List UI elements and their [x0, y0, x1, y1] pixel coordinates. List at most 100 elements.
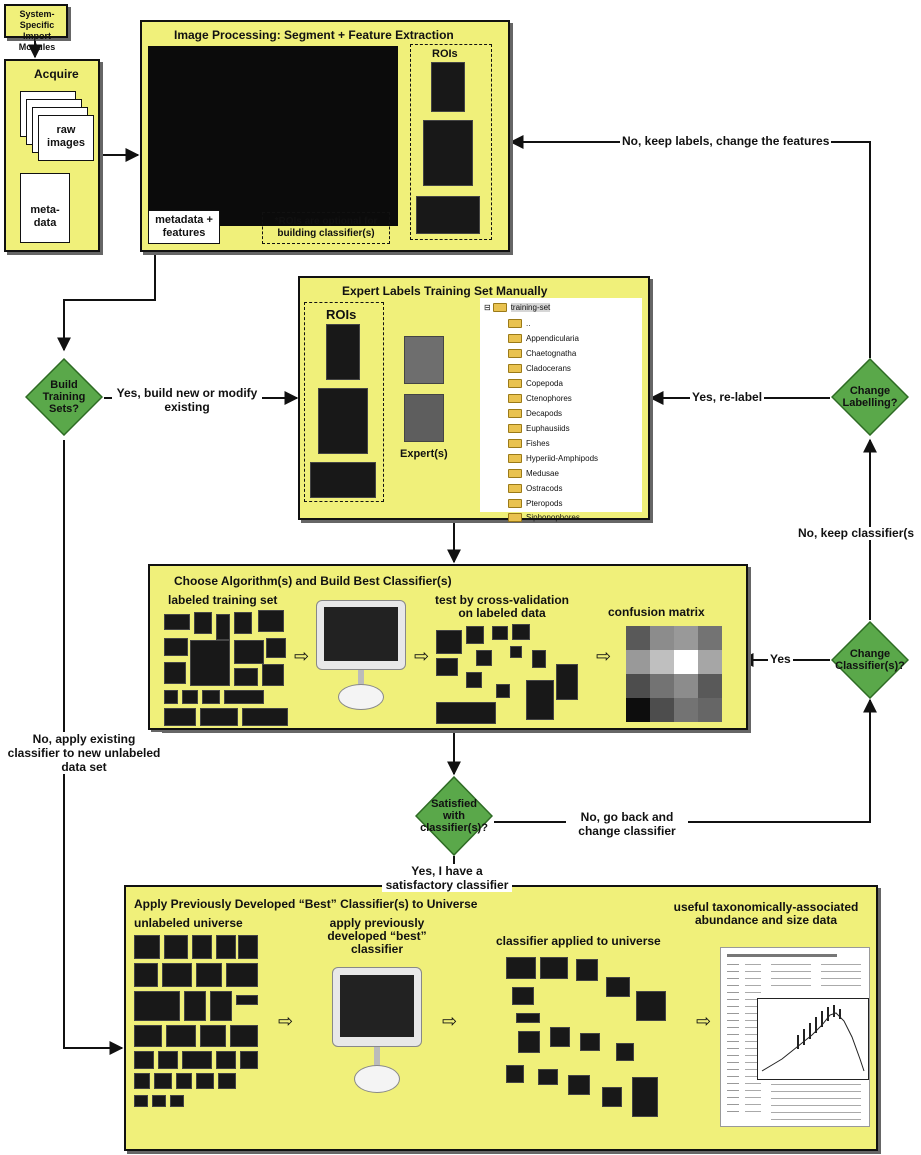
- edge-yes: Yes: [768, 652, 793, 666]
- right-arrow-icon: ⇨: [414, 646, 430, 666]
- thumb: [466, 672, 482, 688]
- build-training-label: Build Training Sets?: [42, 379, 86, 415]
- thumb: [492, 626, 508, 640]
- change-classifier-decision[interactable]: Change Classifier(s)?: [831, 621, 909, 699]
- thumb: [164, 708, 196, 726]
- thumb: [234, 668, 258, 686]
- import-modules-label: System-Specific Import Modules: [18, 9, 56, 52]
- folder-icon: [508, 333, 522, 343]
- folder-icon: [508, 408, 522, 418]
- confusion-matrix-cell: [698, 650, 722, 674]
- folder-icon: [508, 483, 522, 493]
- edge-yes-satisfactory: Yes, I have a satisfactory classifier: [382, 864, 512, 892]
- tree-item[interactable]: Fishes: [508, 436, 550, 450]
- folder-icon: [508, 348, 522, 358]
- rois-note-box: [262, 212, 390, 244]
- raw-images-label: raw images: [47, 124, 85, 149]
- thumb: [190, 640, 230, 686]
- thumb: [164, 690, 178, 704]
- confusion-matrix-cell: [698, 698, 722, 722]
- acquire-box: Acquire raw images meta- data: [4, 59, 100, 252]
- edge-yes-build: Yes, build new or modify existing: [112, 386, 262, 414]
- tree-item[interactable]: Pteropods: [508, 496, 562, 510]
- confusion-matrix-label: confusion matrix: [608, 605, 705, 619]
- thumb: [518, 1031, 540, 1053]
- cross-validation-label: test by cross-validation on labeled data: [434, 593, 570, 620]
- tree-item[interactable]: Chaetognatha: [508, 346, 576, 360]
- diamond-shape: [831, 358, 909, 436]
- cross-validation-thumbnails: [436, 624, 586, 728]
- thumb: [134, 1051, 154, 1069]
- computer-icon: [332, 967, 422, 1097]
- confusion-matrix-cell: [650, 674, 674, 698]
- thumb: [196, 963, 222, 987]
- tree-item[interactable]: Decapods: [508, 406, 562, 420]
- thumb: [162, 963, 192, 987]
- thumb: [510, 646, 522, 658]
- tree-item[interactable]: ..: [508, 316, 530, 330]
- thumb: [134, 1095, 148, 1107]
- change-labelling-decision[interactable]: Change Labelling?: [831, 358, 909, 436]
- thumb: [200, 1025, 226, 1047]
- thumb: [158, 1051, 178, 1069]
- tree-item[interactable]: Ostracods: [508, 481, 562, 495]
- confusion-matrix-cell: [626, 626, 650, 650]
- tree-item[interactable]: Ctenophores: [508, 391, 572, 405]
- tree-item[interactable]: Hyperiid-Amphipods: [508, 451, 598, 465]
- right-arrow-icon: ⇨: [278, 1011, 294, 1031]
- rois-note: *ROIs are optional for building classifi…: [274, 216, 378, 239]
- thumb: [166, 1025, 196, 1047]
- raw-plankton-image: [148, 46, 398, 226]
- folder-icon: [508, 498, 522, 508]
- thumb: [512, 624, 530, 640]
- thumb: [506, 1065, 524, 1083]
- satisfied-decision[interactable]: Satisfied with classifier(s)?: [415, 776, 493, 856]
- raw-image-stack-0: raw images: [38, 115, 94, 161]
- thumb: [436, 702, 496, 724]
- edge-yes-relabel: Yes, re-label: [690, 390, 765, 404]
- folder-icon: [508, 363, 522, 373]
- expert-labels-title: Expert Labels Training Set Manually: [342, 284, 548, 298]
- thumb: [224, 690, 264, 704]
- thumb: [506, 957, 536, 979]
- tree-item[interactable]: Cladocerans: [508, 361, 571, 375]
- thumb: [616, 1043, 634, 1061]
- classifier-applied-label: classifier applied to universe: [496, 934, 661, 948]
- thumb: [540, 957, 568, 979]
- expert-portrait-2: [404, 394, 444, 442]
- folder-icon: [508, 453, 522, 463]
- training-set-tree: ⊟ training-set .. Appendicularia Chaetog…: [480, 298, 642, 522]
- import-modules-box: System-Specific Import Modules: [4, 4, 68, 52]
- choose-algorithm-box: Choose Algorithm(s) and Build Best Class…: [148, 564, 748, 730]
- thumb: [580, 1033, 600, 1051]
- thumb: [476, 650, 492, 666]
- thumb: [576, 959, 598, 981]
- diamond-shape: [25, 358, 103, 436]
- tree-item[interactable]: Appendicularia: [508, 331, 579, 345]
- roi-thumb-3: [416, 196, 480, 234]
- thumb: [192, 935, 212, 959]
- thumb: [636, 991, 666, 1021]
- apply-classifier-box: Apply Previously Developed “Best” Classi…: [124, 885, 878, 1151]
- thumb: [216, 935, 236, 959]
- edge-no-go-back: No, go back and change classifier: [566, 810, 688, 838]
- tree-item[interactable]: Medusae: [508, 466, 559, 480]
- thumb: [234, 612, 252, 634]
- expert-roi-thumb-3: [310, 462, 376, 498]
- apply-classifier-title: Apply Previously Developed “Best” Classi…: [134, 897, 478, 911]
- satisfied-label: Satisfied with classifier(s)?: [420, 798, 488, 834]
- rois-group: [410, 44, 492, 240]
- right-arrow-icon: ⇨: [596, 646, 612, 666]
- build-training-decision[interactable]: Build Training Sets?: [25, 358, 103, 436]
- thumb: [134, 991, 180, 1021]
- confusion-matrix-cell: [626, 674, 650, 698]
- expert-roi-thumb-1: [326, 324, 360, 380]
- tree-item[interactable]: Euphausiids: [508, 421, 570, 435]
- thumb: [154, 1073, 172, 1089]
- classified-thumbnails: [506, 957, 676, 1127]
- tree-item[interactable]: Copepoda: [508, 376, 563, 390]
- folder-icon: [508, 318, 522, 328]
- tree-root[interactable]: ⊟ training-set: [484, 300, 551, 314]
- tree-item[interactable]: Siphonophores: [508, 510, 580, 524]
- thumb: [202, 690, 220, 704]
